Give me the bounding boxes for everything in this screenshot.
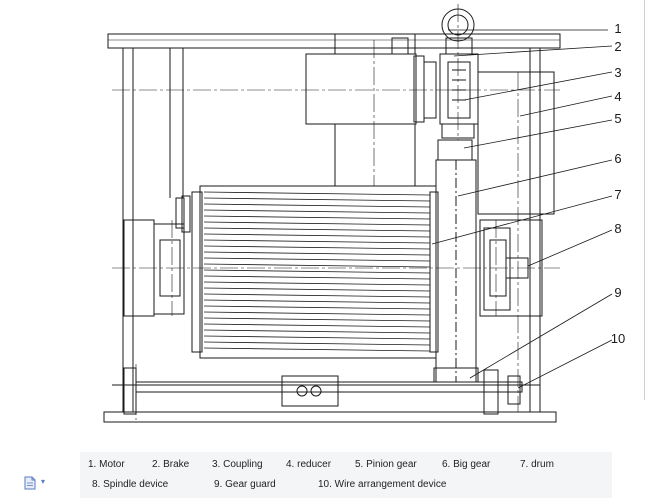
winch-assembly-drawing: 1 2 3 4 5 6 7 8 9 10 [103,4,625,423]
reducer-box [477,71,555,215]
left-post [122,47,134,413]
winding-line [203,323,431,328]
winding-line [203,281,431,286]
legend-item: 8. Spindle device [92,479,169,490]
winding-line [203,239,431,244]
winding-line [203,299,431,304]
legend-item: 7. drum [520,459,554,470]
winding-line [203,245,431,250]
winding-line [203,203,431,208]
winding-line [203,311,431,316]
winding-line [203,215,431,220]
legend-row-1: 1. Motor 2. Brake 3. Coupling 4. reducer… [0,459,650,477]
callout-10: 10 [611,331,625,346]
document-icon[interactable] [24,476,36,490]
legend-item: 9. Gear guard [214,479,276,490]
winding-line [203,209,431,214]
callout-4: 4 [614,89,621,104]
winding-line [203,251,431,256]
callout-6: 6 [614,151,621,166]
motor-body [305,53,417,125]
callout-7: 7 [614,187,621,202]
winding-line [203,341,431,346]
winding-line [203,335,431,340]
callout-3: 3 [614,65,621,80]
legend-row-2: 8. Spindle device 9. Gear guard 10. Wire… [0,479,650,497]
page-edge-rule [644,0,645,400]
winding-line [203,191,431,196]
winding-line [203,347,431,352]
callout-5: 5 [614,111,621,126]
legend-background [80,452,612,498]
base-rail [103,411,557,423]
callout-8: 8 [614,221,621,236]
legend-item: 1. Motor [88,459,125,470]
winding-line [203,257,431,262]
winding-line [203,233,431,238]
winding-line [203,329,431,334]
wire-arrangement-bar [135,381,523,393]
winding-line [203,269,431,274]
winding-line [203,305,431,310]
pinion-gear [437,139,473,161]
top-rail [107,33,561,49]
winding-line [203,221,431,226]
legend-item: 6. Big gear [442,459,491,470]
legend-item: 5. Pinion gear [355,459,417,470]
chevron-down-icon[interactable]: ▾ [41,477,46,486]
winding-line [203,287,431,292]
winding-line [203,227,431,232]
winding-line [203,197,431,202]
callout-1: 1 [614,21,621,36]
coupling [439,53,479,125]
legend-item: 10. Wire arrangement device [318,479,447,490]
right-post [529,47,541,413]
legend-item: 2. Brake [152,459,190,470]
legend-item: 3. Coupling [212,459,263,470]
winding-line [203,263,431,268]
drum [199,185,437,359]
callout-2: 2 [614,39,621,54]
winding-line [203,293,431,298]
legend-item: 4. reducer [286,459,332,470]
winding-line [203,275,431,280]
legend-caption: 1. Motor 2. Brake 3. Coupling 4. reducer… [0,450,650,500]
drum-windings [203,191,431,352]
winding-line [203,317,431,322]
callout-9: 9 [614,285,621,300]
